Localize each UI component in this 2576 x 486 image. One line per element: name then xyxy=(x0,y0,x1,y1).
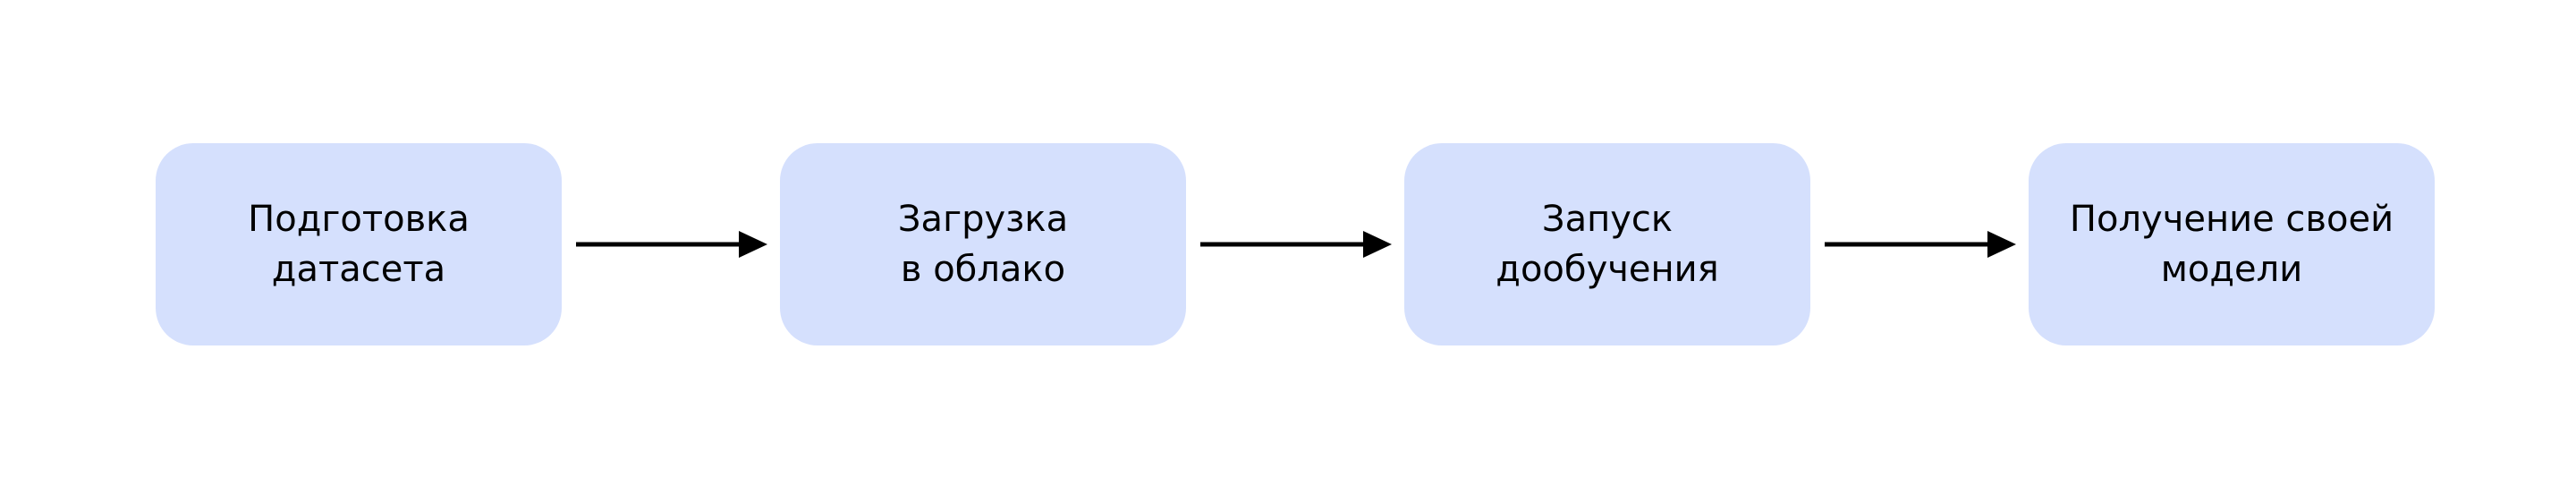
step-label-line2: датасета xyxy=(271,249,446,290)
step-box-upload-to-cloud: Загрузка в облако xyxy=(780,143,1186,345)
step-label-line1: Загрузка xyxy=(897,199,1069,240)
arrow-right-icon xyxy=(576,231,767,258)
step-label: Запуск дообучения xyxy=(1496,194,1718,294)
step-label: Получение своей модели xyxy=(2070,194,2394,294)
step-label-line1: Получение своей xyxy=(2069,199,2394,240)
step-label: Подготовка датасета xyxy=(248,194,470,294)
step-box-get-own-model: Получение своей модели xyxy=(2029,143,2435,345)
step-label-line2: в облако xyxy=(900,249,1066,290)
step-box-start-finetuning: Запуск дообучения xyxy=(1404,143,1810,345)
step-box-dataset-preparation: Подготовка датасета xyxy=(156,143,562,345)
step-label-line2: модели xyxy=(2160,249,2303,290)
arrow-right-icon xyxy=(1200,231,1392,258)
arrow-right-icon xyxy=(1825,231,2016,258)
step-label: Загрузка в облако xyxy=(898,194,1068,294)
step-label-line2: дообучения xyxy=(1496,249,1719,290)
step-label-line1: Запуск xyxy=(1541,199,1674,240)
step-label-line1: Подготовка xyxy=(248,199,470,240)
